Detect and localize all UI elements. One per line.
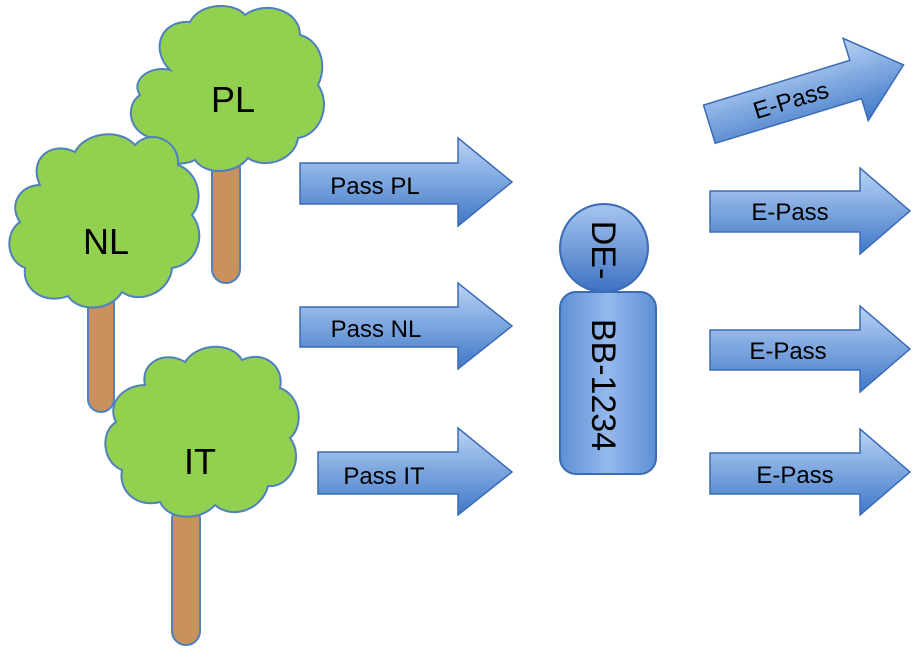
arrow-epass-1: E-Pass bbox=[702, 37, 905, 145]
arrow-pass-pl: Pass PL bbox=[299, 136, 514, 228]
tree-foliage bbox=[104, 345, 300, 518]
arrow-label: E-Pass bbox=[751, 199, 828, 226]
arrow-epass-4: E-Pass bbox=[709, 427, 912, 517]
tree-nl: NL bbox=[8, 133, 201, 413]
arrow-shape bbox=[299, 136, 514, 228]
arrow-label: Pass NL bbox=[331, 316, 422, 343]
arrow-epass-3: E-Pass bbox=[709, 304, 912, 394]
tree-foliage bbox=[8, 133, 201, 309]
tree-pl: PL bbox=[129, 4, 325, 284]
arrow-label: E-Pass bbox=[756, 462, 833, 489]
tree-label: PL bbox=[211, 79, 255, 120]
arrow-pass-it: Pass IT bbox=[317, 426, 514, 517]
tree-it: IT bbox=[104, 345, 300, 646]
hub-plate-head bbox=[559, 203, 649, 293]
arrow-pass-nl: Pass NL bbox=[299, 281, 514, 371]
tree-foliage bbox=[129, 4, 325, 172]
tree-trunk bbox=[211, 154, 241, 284]
arrow-shape bbox=[709, 166, 912, 256]
arrow-shape bbox=[702, 37, 905, 145]
arrow-epass-2: E-Pass bbox=[709, 166, 912, 256]
arrow-shape bbox=[709, 427, 912, 517]
hub-top-label: DE- bbox=[584, 221, 622, 280]
tree-label: NL bbox=[83, 221, 129, 262]
hub-bottom-label: BB-1234 bbox=[584, 319, 622, 451]
tree-label: IT bbox=[184, 441, 216, 482]
arrow-label: Pass PL bbox=[330, 173, 419, 200]
arrow-shape bbox=[299, 281, 514, 371]
hub-plate: DE- BB-1234 bbox=[559, 203, 657, 475]
arrow-shape bbox=[317, 426, 514, 517]
tree-trunk bbox=[171, 504, 201, 646]
arrow-label: Pass IT bbox=[343, 463, 425, 490]
arrow-shape bbox=[709, 304, 912, 394]
arrow-label: E-Pass bbox=[749, 338, 826, 365]
